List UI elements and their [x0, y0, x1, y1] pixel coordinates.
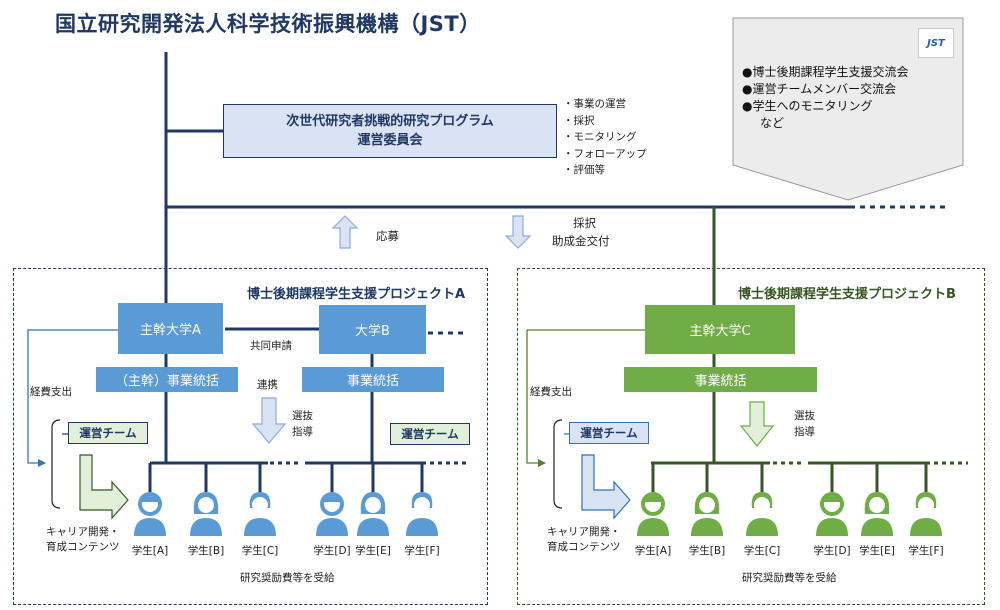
- notice-item: ●博士後期課程学生支援交流会: [742, 65, 909, 79]
- committee-title: 次世代研究者挑戦的研究プログラム: [286, 114, 494, 129]
- committee-tasks: ・事業の運営 ・採択 ・モニタリング ・フォローアップ ・評価等: [563, 96, 647, 179]
- committee-subtitle: 運営委員会: [357, 133, 423, 148]
- student-label: 学生[E]: [355, 545, 391, 557]
- student-female-icon: [910, 492, 942, 536]
- projectB-guidance-label: 指導: [794, 426, 815, 438]
- projectB-career-label-1: キャリア開発・: [547, 526, 621, 538]
- student-male-icon: [316, 492, 348, 536]
- student-label: 学生[D]: [813, 545, 851, 557]
- projectA-funding-label: 研究奨励費等を受給: [240, 572, 335, 584]
- projectA-career-arrow-icon: [79, 454, 129, 520]
- page-title: 国立研究開発法人科学技術振興機構（JST）: [55, 12, 481, 36]
- student-label: 学生[F]: [908, 545, 944, 557]
- projectB-guidance-arrow-icon: [739, 401, 775, 447]
- student-female-icon: [406, 492, 438, 536]
- student-female-icon: [861, 492, 893, 536]
- projectA-guidance-label: 指導: [292, 426, 313, 438]
- committee-task: ・採択: [563, 114, 595, 127]
- notice-etc: など: [760, 116, 785, 130]
- student-male-icon: [134, 492, 166, 536]
- student-label: 学生[A]: [131, 545, 169, 557]
- projectB-career-arrow-icon: [581, 454, 631, 520]
- projectA-partner-university: 大学B: [319, 305, 426, 354]
- student-label: 学生[B]: [688, 545, 726, 557]
- select-label: 採択: [573, 216, 596, 230]
- projectA-main-university: 主幹大学A: [118, 303, 223, 354]
- student-female-icon: [691, 492, 723, 536]
- notice-item: ●運営チームメンバー交流会: [742, 82, 897, 96]
- projectA-team-box-partner: 運営チーム: [390, 423, 470, 445]
- projectA-selection-label: 選抜: [292, 410, 313, 422]
- student-male-icon: [637, 492, 669, 536]
- projectB-expense-label: 経費支出: [530, 386, 572, 398]
- student-male-icon: [816, 492, 848, 536]
- student-female-icon: [244, 492, 276, 536]
- student-label: 学生[C]: [241, 545, 279, 557]
- committee-task: ・事業の運営: [563, 98, 626, 110]
- projectA-guidance-arrow-icon: [251, 397, 287, 444]
- joint-application-label: 共同申請: [250, 340, 292, 352]
- projectA-career-label-1: キャリア開発・: [46, 526, 120, 538]
- student-female-icon: [357, 492, 389, 536]
- projectA-partner-management: 事業統括: [302, 367, 444, 392]
- notice-item: ●学生へのモニタリング: [742, 99, 873, 113]
- projectB-selection-label: 選抜: [794, 410, 815, 422]
- student-label: 学生[B]: [187, 545, 225, 557]
- projectB-frame: [517, 268, 985, 605]
- apply-label: 応募: [376, 229, 399, 243]
- student-label: 学生[A]: [634, 545, 672, 557]
- grant-label: 助成金交付: [552, 234, 610, 248]
- projectB-main-university: 主幹大学C: [645, 305, 795, 354]
- committee-task: ・モニタリング: [563, 131, 637, 143]
- notice-list: ●博士後期課程学生支援交流会 ●運営チームメンバー交流会 ●学生へのモニタリング…: [742, 64, 908, 132]
- student-female-icon: [190, 492, 222, 536]
- projectB-title: 博士後期課程学生支援プロジェクトB: [738, 287, 956, 302]
- committee-box: 次世代研究者挑戦的研究プログラム 運営委員会: [223, 104, 557, 158]
- projectA-expense-label: 経費支出: [30, 386, 72, 398]
- projectB-funding-label: 研究奨励費等を受給: [742, 572, 837, 584]
- student-label: 学生[C]: [743, 545, 781, 557]
- projectA-career-label-2: 育成コンテンツ: [46, 541, 120, 553]
- projectB-career-label-2: 育成コンテンツ: [547, 541, 621, 553]
- student-label: 学生[D]: [313, 545, 351, 557]
- projectB-management: 事業統括: [624, 367, 817, 392]
- jst-logo: JST: [918, 28, 954, 58]
- student-label: 学生[F]: [404, 545, 440, 557]
- cooperation-label: 連携: [257, 379, 278, 391]
- grant-arrow-icon: [504, 215, 532, 249]
- committee-task: ・評価等: [563, 164, 605, 176]
- notice-callout-shape: [732, 17, 964, 201]
- apply-arrow-icon: [331, 215, 359, 249]
- student-female-icon: [746, 492, 778, 536]
- projectA-frame: [13, 268, 488, 605]
- projectB-team-box: 運営チーム: [569, 422, 649, 444]
- committee-task: ・フォローアップ: [563, 147, 647, 160]
- projectA-title: 博士後期課程学生支援プロジェクトA: [247, 287, 466, 302]
- projectA-team-box: 運営チーム: [68, 422, 148, 444]
- projectA-main-management: （主幹）事業統括: [96, 367, 238, 392]
- student-label: 学生[E]: [859, 545, 895, 557]
